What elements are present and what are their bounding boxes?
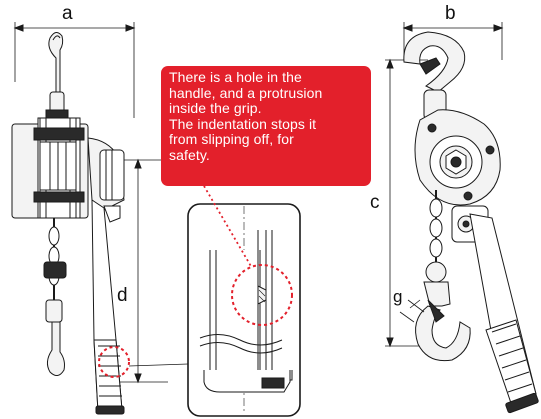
hoist-side-view xyxy=(11,32,125,415)
callout-line-1: There is a hole in the xyxy=(169,69,302,85)
dimension-c xyxy=(385,58,430,348)
dimension-d-label: d xyxy=(117,285,128,306)
dimension-a xyxy=(13,22,136,118)
callout-leader xyxy=(203,185,253,269)
callout-line-5: from slipping off, for xyxy=(169,131,294,148)
callout-line-3: inside the grip. xyxy=(169,100,262,117)
inset-leader xyxy=(128,363,189,367)
hoist-front-view xyxy=(403,31,539,414)
grip-marker-circle xyxy=(98,346,130,378)
detail-marker-circle xyxy=(231,264,293,326)
dimension-b-label: b xyxy=(445,3,456,24)
grip-detail-inset xyxy=(187,203,301,417)
callout-line-6: safety. xyxy=(169,146,210,163)
dimension-c-label: c xyxy=(370,192,380,213)
dimension-g xyxy=(399,299,425,323)
safety-callout: There is a hole in the handle, and a pro… xyxy=(161,66,371,186)
callout-line-4: The indentation stops it xyxy=(169,115,317,132)
dimension-g-label: g xyxy=(393,287,403,306)
dimension-a-label: a xyxy=(62,3,73,24)
callout-line-2: handle, and a protrusion xyxy=(169,84,323,101)
dimension-b xyxy=(402,22,504,60)
